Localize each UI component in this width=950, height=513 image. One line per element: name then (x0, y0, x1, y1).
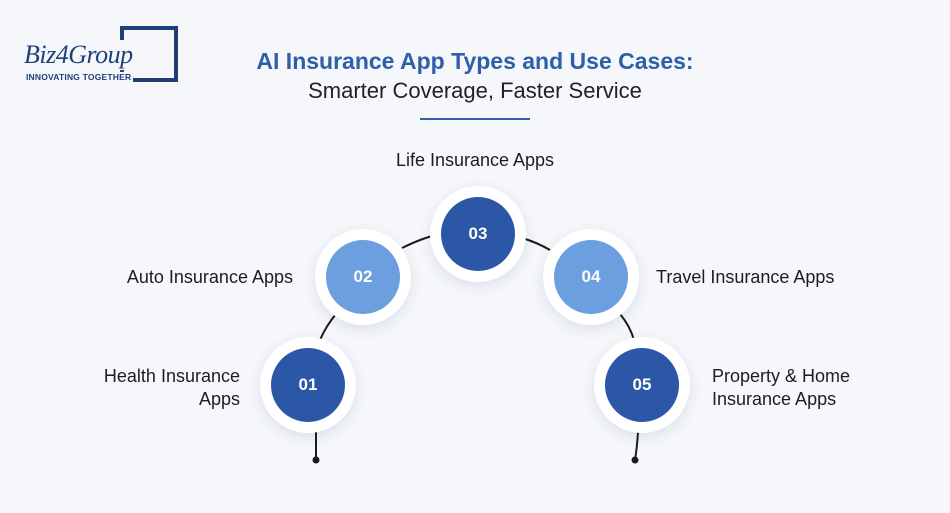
connector-end-dot-left (312, 456, 320, 464)
connector-end-dot-right (631, 456, 639, 464)
connector-01-02 (319, 313, 337, 341)
page-title: AI Insurance App Types and Use Cases: (256, 48, 694, 74)
step-01-node: 01 (260, 337, 356, 433)
step-04-node: 04 (543, 229, 639, 325)
step-05-label: Property & Home Insurance Apps (712, 366, 851, 409)
connector-04-05 (619, 313, 635, 341)
step-04-number: 04 (554, 240, 628, 314)
biz4group-logo: Biz4Group INNOVATING TOGETHER (24, 26, 178, 86)
step-01-label: Health Insurance Apps (103, 366, 240, 409)
logo-name: Biz4Group (24, 40, 135, 70)
step-02-label: Auto Insurance Apps (126, 267, 293, 287)
step-02-number: 02 (326, 240, 400, 314)
step-03-label: Life Insurance Apps (395, 150, 555, 170)
logo-tagline: INNOVATING TOGETHER (26, 72, 134, 82)
step-05-node: 05 (594, 337, 690, 433)
step-01-number: 01 (271, 348, 345, 422)
step-03-number: 03 (441, 197, 515, 271)
connector-02-03 (401, 235, 433, 249)
title-underline (420, 118, 530, 120)
step-04-label: Travel Insurance Apps (656, 267, 835, 287)
page-subtitle: Smarter Coverage, Faster Service (308, 78, 642, 103)
step-03-node: 03 (430, 186, 526, 282)
step-02-node: 02 (315, 229, 411, 325)
connector-tail-right (634, 431, 639, 461)
connector-03-04 (521, 237, 551, 251)
step-05-number: 05 (605, 348, 679, 422)
